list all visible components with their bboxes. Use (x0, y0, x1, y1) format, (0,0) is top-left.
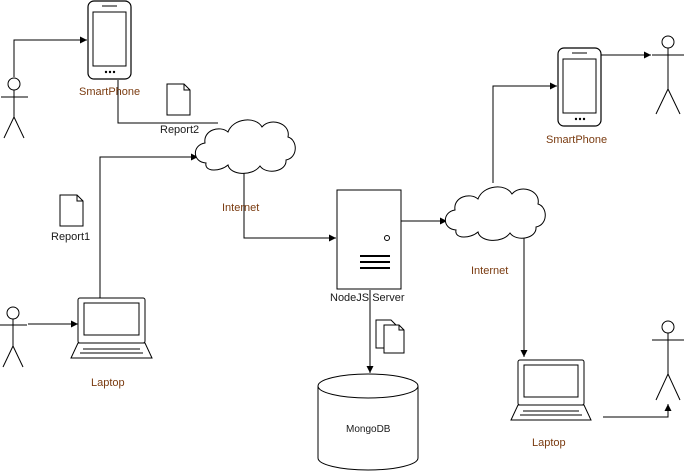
internet-right-label: Internet (471, 265, 509, 277)
laptop-icon-left (70, 297, 153, 359)
laptop-to-internet-line (99, 153, 198, 298)
server-icon (336, 189, 402, 290)
server-label: NodeJS Server (330, 292, 405, 304)
laptop-icon-right (510, 359, 592, 421)
smartphone-to-internet-line (117, 80, 218, 124)
user-figure-top-right (652, 35, 684, 115)
user-figure-bottom-right (652, 320, 684, 401)
internet-cloud-icon-right (444, 186, 546, 241)
report1-label: Report1 (51, 231, 91, 243)
user-to-smartphone-line (13, 36, 87, 77)
user-figure-bottom-left (0, 306, 27, 368)
report2-label: Report2 (160, 124, 200, 136)
laptop-left-label: Laptop (91, 377, 125, 389)
connector-lines (13, 36, 672, 418)
internet-cloud-icon-left (194, 119, 296, 174)
database-label: MongoDB (346, 424, 391, 435)
database-cylinder-icon (317, 373, 419, 471)
report1-document-icon (59, 194, 84, 227)
smartphone-icon-left (87, 0, 132, 80)
smartphone-right-label: SmartPhone (546, 134, 608, 146)
internet-to-smartphone-line (492, 82, 557, 183)
smartphone-icon-right (557, 47, 602, 127)
documents-stack-icon (375, 319, 405, 354)
laptop-right-label: Laptop (532, 437, 566, 449)
laptop-to-user-line (603, 404, 672, 418)
internet-left-label: Internet (222, 202, 260, 214)
report2-document-icon (166, 83, 191, 116)
user-figure-top-left (1, 77, 28, 139)
smartphone-left-label: SmartPhone (79, 86, 141, 98)
internet-to-server-line (243, 170, 336, 242)
